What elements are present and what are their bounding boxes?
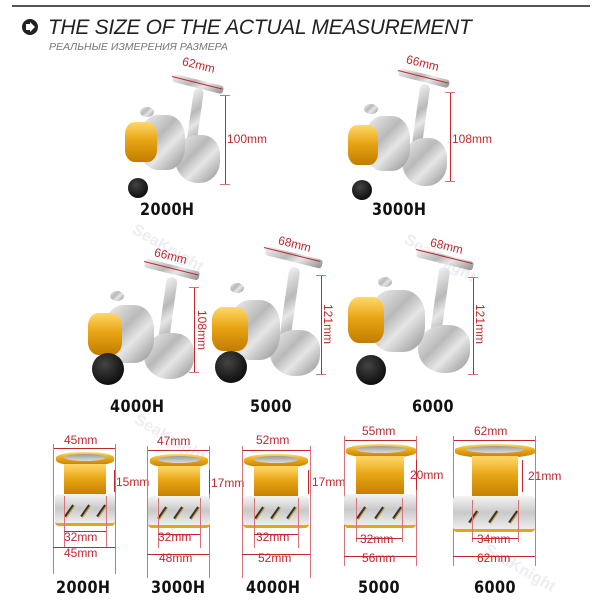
reel-spool	[88, 313, 122, 355]
reel-bail	[230, 283, 244, 293]
spool-depth: 20mm	[410, 468, 444, 482]
reel-model-label: 6000	[412, 397, 454, 417]
spool-4000h: 52mm 17mm 32mm 52mm 4000H	[240, 430, 350, 600]
reel-knob	[352, 180, 372, 200]
page-title: THE SIZE OF THE ACTUAL MEASUREMENT	[48, 16, 472, 39]
spool-inner-width: 34mm	[477, 532, 511, 546]
reel-6000: 68mm 121mm 6000	[340, 225, 540, 420]
spool-model-label: 4000H	[246, 578, 301, 598]
reel-model-label: 3000H	[372, 200, 427, 220]
spool-bottom-width: 48mm	[159, 551, 193, 565]
reel-knob	[92, 353, 124, 385]
reel-bail	[110, 291, 124, 301]
page-subtitle: РЕАЛЬНЫЕ ИЗМЕРЕНИЯ РАЗМЕРА	[49, 41, 228, 53]
spool-model-label: 2000H	[56, 578, 111, 598]
spool-bottom-width: 45mm	[64, 546, 98, 560]
reel-spool	[348, 297, 384, 343]
spool-5000: 55mm 20mm 32mm 56mm 5000	[340, 420, 460, 600]
reel-model-label: 4000H	[110, 397, 165, 417]
spool-top-width: 55mm	[362, 424, 396, 438]
spool-top-width: 45mm	[64, 433, 98, 447]
spool-inner-width: 32mm	[360, 532, 394, 546]
reel-4000h: 66mm 108mm 4000H	[70, 225, 270, 420]
spool-core	[158, 466, 200, 498]
reel-height: 100mm	[227, 132, 268, 146]
reel-knob	[356, 355, 386, 385]
reel-3000h: 66mm 108mm 3000H	[320, 50, 540, 230]
reel-2000h: 62mm 100mm 2000H	[100, 50, 320, 230]
spool-2000h: 45mm 15mm 32mm 45mm 2000H	[50, 430, 160, 600]
reel-spool	[125, 122, 157, 162]
reel-knob	[128, 178, 148, 198]
spool-bottom-width: 52mm	[258, 551, 292, 565]
reel-height: 121mm	[321, 303, 336, 345]
spool-top-width: 62mm	[474, 424, 508, 438]
reel-body	[418, 325, 470, 373]
spool-model-label: 6000	[474, 578, 516, 598]
spool-inner-width: 32mm	[256, 530, 290, 544]
reel-bail	[140, 107, 154, 117]
spool-3000h: 47mm 17mm 32mm 48mm 3000H	[145, 430, 245, 600]
spool-core	[356, 456, 404, 496]
spool-depth: 15mm	[116, 475, 150, 489]
reel-model-label: 2000H	[140, 200, 195, 220]
reel-bail	[378, 277, 392, 287]
reel-spool	[212, 307, 248, 351]
reel-model-label: 5000	[250, 397, 292, 417]
reel-knob	[215, 351, 247, 383]
reel-spool	[348, 125, 378, 165]
reel-height: 121mm	[473, 303, 488, 345]
reel-5000: 68mm 121mm 5000	[200, 225, 340, 420]
spool-model-label: 5000	[358, 578, 400, 598]
spool-6000: 62mm 21mm 34mm 62mm 6000	[450, 420, 600, 600]
spool-depth: 17mm	[312, 475, 346, 489]
spool-model-label: 3000H	[151, 578, 206, 598]
arrow-right-circle-icon	[22, 19, 38, 35]
spool-top-width: 52mm	[256, 433, 290, 447]
spool-inner-width: 32mm	[158, 530, 192, 544]
reel-bail	[364, 104, 378, 114]
spool-core	[254, 466, 298, 498]
spool-depth: 17mm	[211, 476, 245, 490]
spool-core	[472, 456, 518, 498]
top-divider	[12, 5, 590, 7]
spool-bottom-width: 56mm	[362, 551, 396, 565]
spool-bottom-width: 62mm	[477, 551, 511, 565]
spool-depth: 21mm	[528, 469, 562, 483]
spool-core	[64, 464, 106, 496]
reel-height: 108mm	[452, 132, 493, 146]
spool-inner-width: 32mm	[64, 530, 98, 544]
reel-handle-width: 62mm	[180, 54, 217, 76]
spool-top-width: 47mm	[157, 434, 191, 448]
